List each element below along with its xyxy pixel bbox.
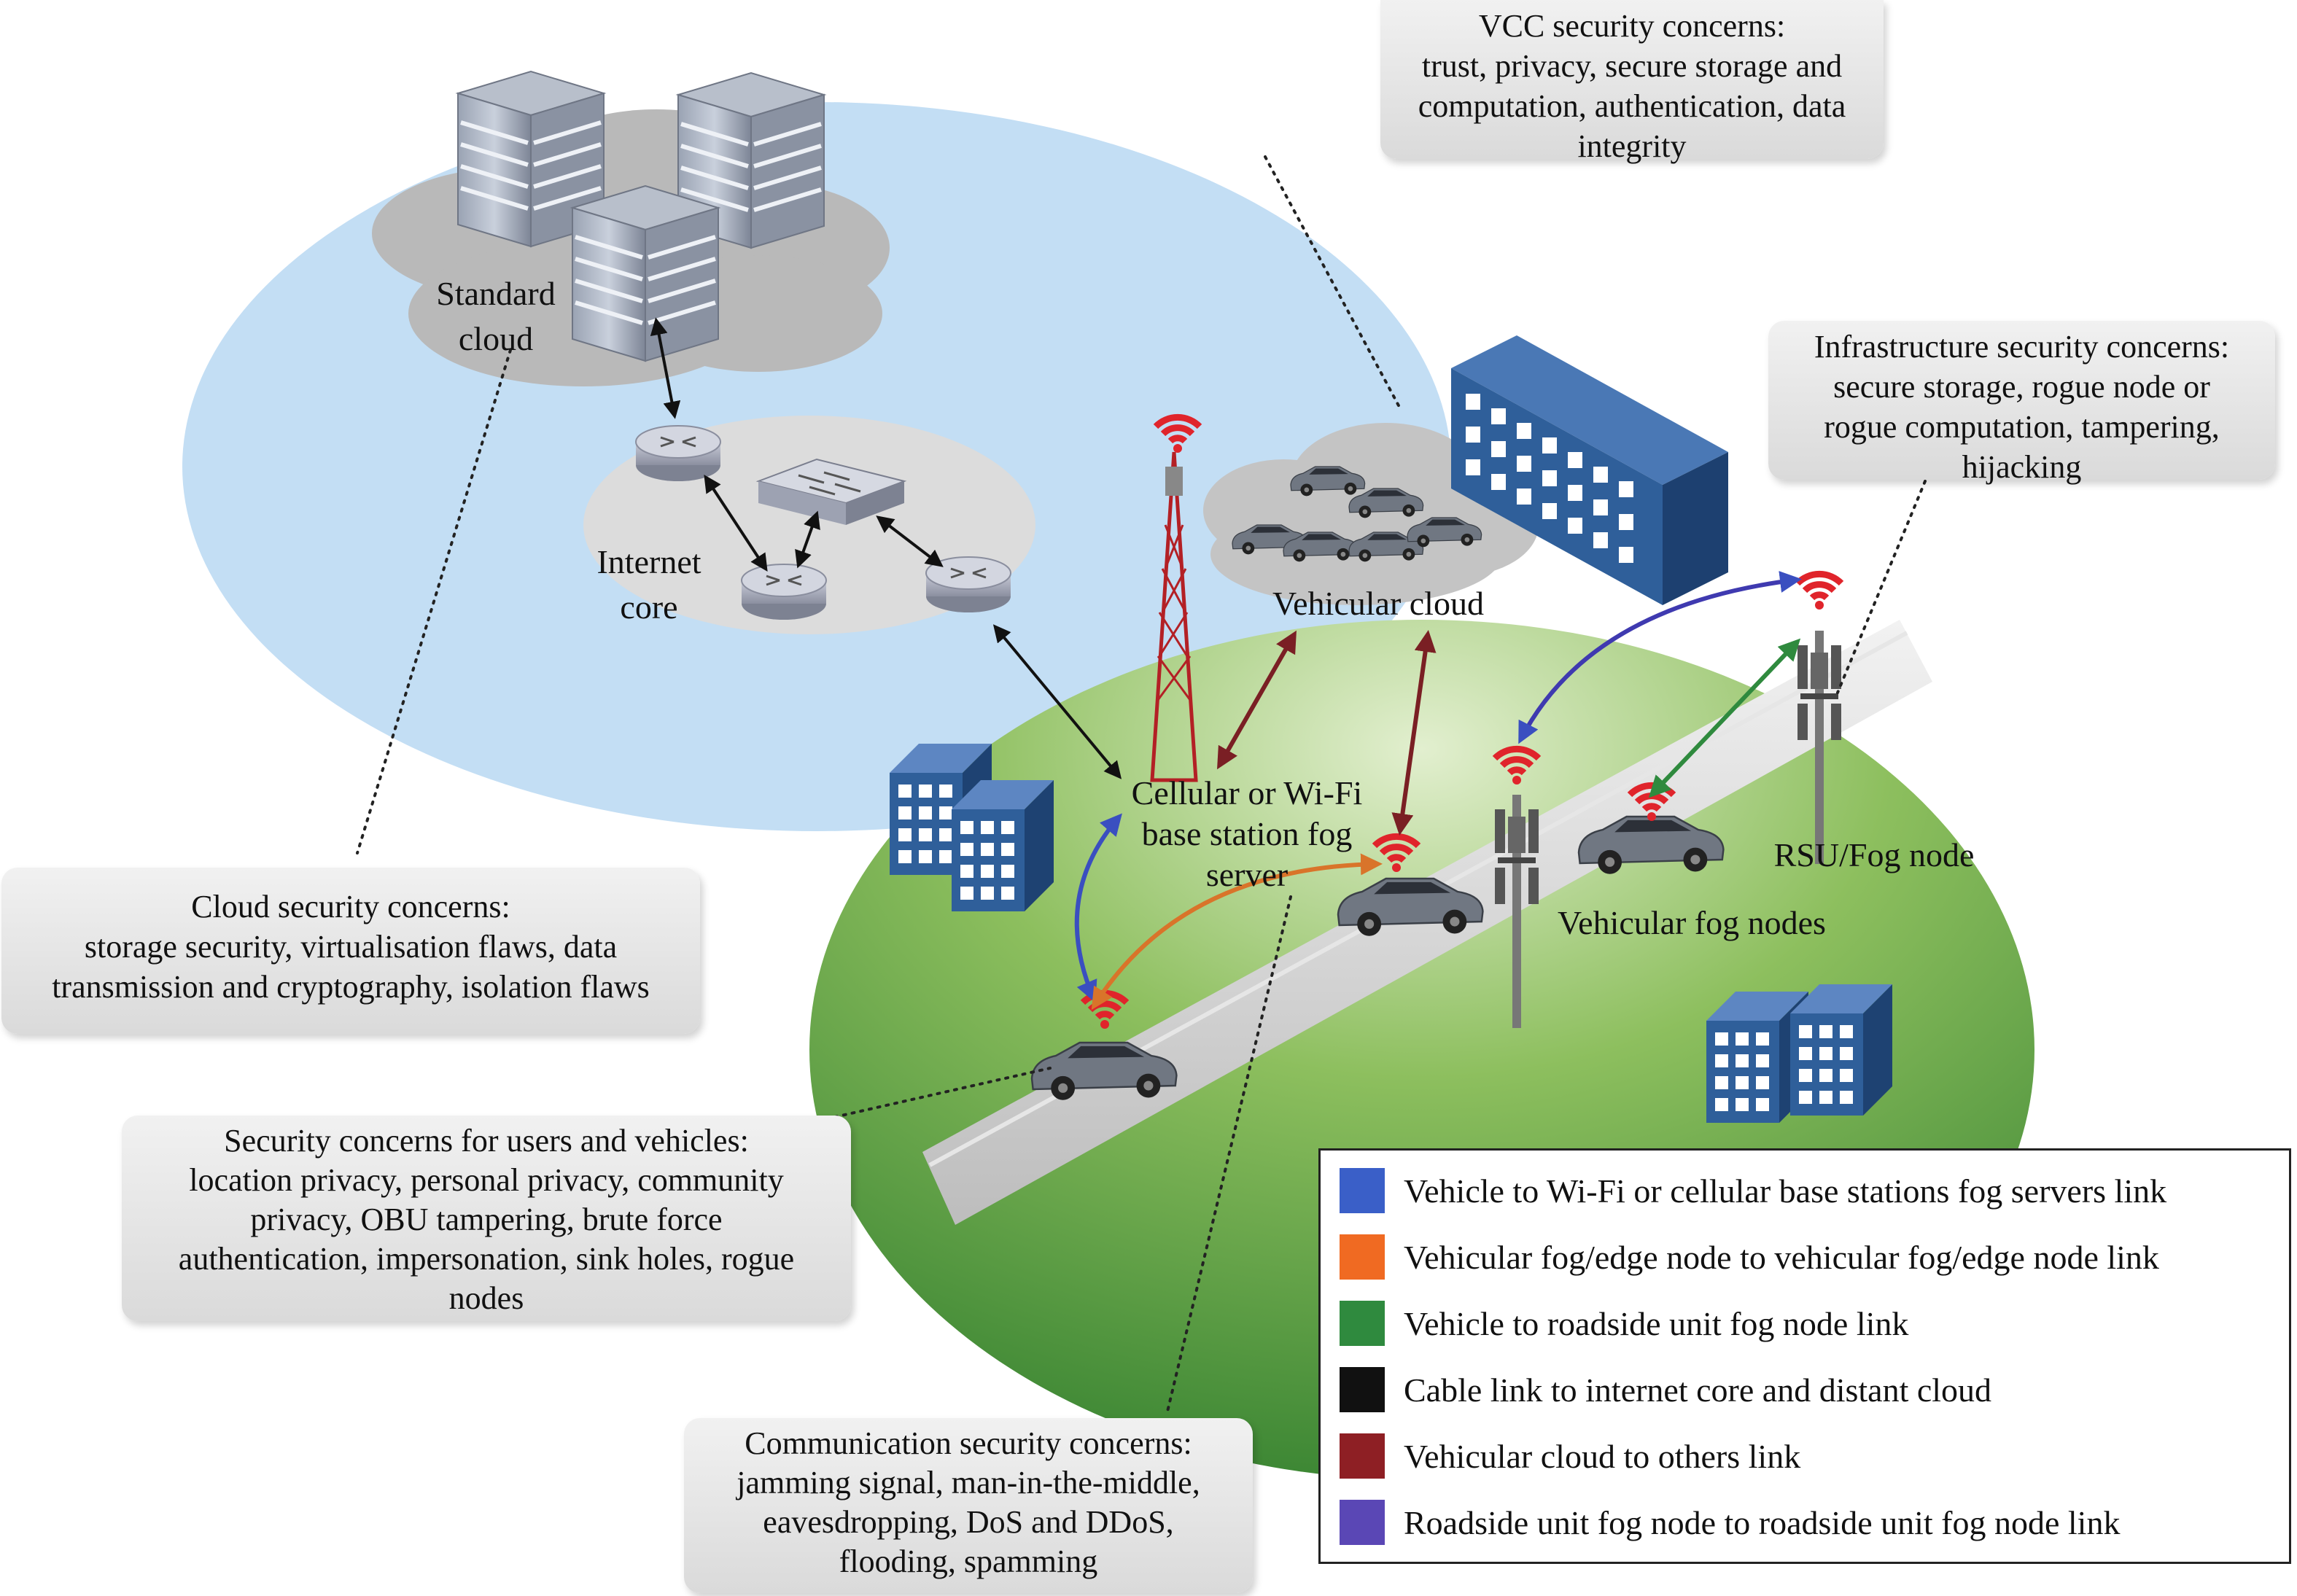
users-vehicles-security-callout: Security concerns for users and vehicles… [122,1116,851,1321]
legend-item: Roadside unit fog node to roadside unit … [1340,1497,2120,1548]
link-vehicle-basestation [1074,813,1122,1003]
router-icon-2 [740,563,828,621]
legend-item: Vehicle to roadside unit fog node link [1340,1298,1908,1349]
building-cluster-right-2 [1790,984,1892,1116]
legend-swatch [1340,1234,1385,1280]
communication-security-callout: Communication security concerns: jamming… [684,1418,1253,1593]
wifi-icon-rsu-2 [1797,574,1841,610]
legend-swatch [1340,1433,1385,1479]
legend-label: Vehicle to roadside unit fog node link [1404,1304,1909,1342]
infrastructure-security-callout: Infrastructure security concerns: secure… [1768,321,2275,485]
link-vcloud-tower [1217,630,1297,770]
callout-leaders [356,155,1927,1416]
link-fog-fog [1091,853,1383,1011]
vehicular-fog-nodes-label: Vehicular fog nodes [1558,904,1826,941]
server-icon-front [572,186,718,361]
legend: Vehicle to Wi-Fi or cellular base statio… [1318,1148,2291,1564]
legend-item: Vehicular fog/edge node to vehicular fog… [1340,1231,2159,1282]
legend-label: Roadside unit fog node to roadside unit … [1404,1503,2121,1541]
legend-label: Vehicle to Wi-Fi or cellular base statio… [1404,1172,2167,1210]
legend-swatch [1340,1301,1385,1346]
router-icon-1 [634,424,722,483]
cloud-security-callout: Cloud security concerns: storage securit… [1,868,700,1034]
link-vcloud-car [1391,630,1437,836]
legend-item: Vehicle to Wi-Fi or cellular base statio… [1340,1165,2166,1216]
legend-label: Vehicular fog/edge node to vehicular fog… [1404,1238,2159,1276]
legend-label: Cable link to internet core and distant … [1404,1371,1992,1409]
base-station-label: Cellular or Wi-Fi base station fog serve… [1131,774,1363,893]
internet-core-label: Internet core [596,543,701,626]
office-building-icon [1451,335,1728,605]
cellular-tower-icon [1150,451,1198,782]
legend-label: Vehicular cloud to others link [1404,1437,1801,1475]
office-building-windows [1466,394,1633,563]
cable-links [650,317,1122,779]
vcc-security-callout: VCC security concerns: trust, privacy, s… [1380,0,1884,164]
link-rsu-rsu [1518,571,1802,744]
legend-item: Vehicular cloud to others link [1340,1430,1800,1482]
legend-swatch [1340,1367,1385,1412]
switch-icon [755,458,907,525]
legend-swatch [1340,1168,1385,1213]
vehicular-cloud-label: Vehicular cloud [1272,585,1484,622]
building-cluster-left-2 [952,780,1054,911]
legend-swatch [1340,1500,1385,1545]
rsu-fog-node-label: RSU/Fog node [1773,836,1975,873]
legend-item: Cable link to internet core and distant … [1340,1364,1991,1415]
standard-cloud-label: Standard cloud [436,275,556,357]
